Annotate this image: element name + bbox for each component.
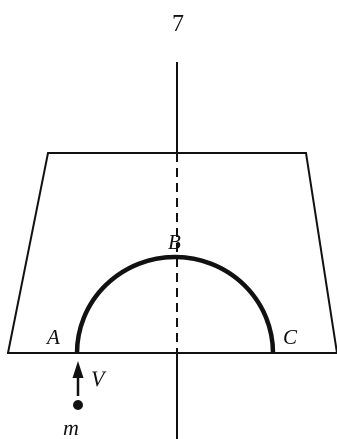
figure-number: 7 bbox=[172, 11, 184, 37]
label-point-c: C bbox=[283, 325, 298, 349]
label-point-b: B bbox=[168, 230, 181, 254]
semicircular-track bbox=[74, 254, 276, 354]
velocity-arrow-head bbox=[72, 361, 84, 378]
label-mass: m bbox=[63, 415, 79, 439]
mass-point bbox=[73, 400, 83, 410]
label-velocity: V bbox=[91, 366, 107, 391]
trapezoid-block-outline bbox=[7, 152, 337, 354]
label-point-a: A bbox=[45, 325, 60, 349]
